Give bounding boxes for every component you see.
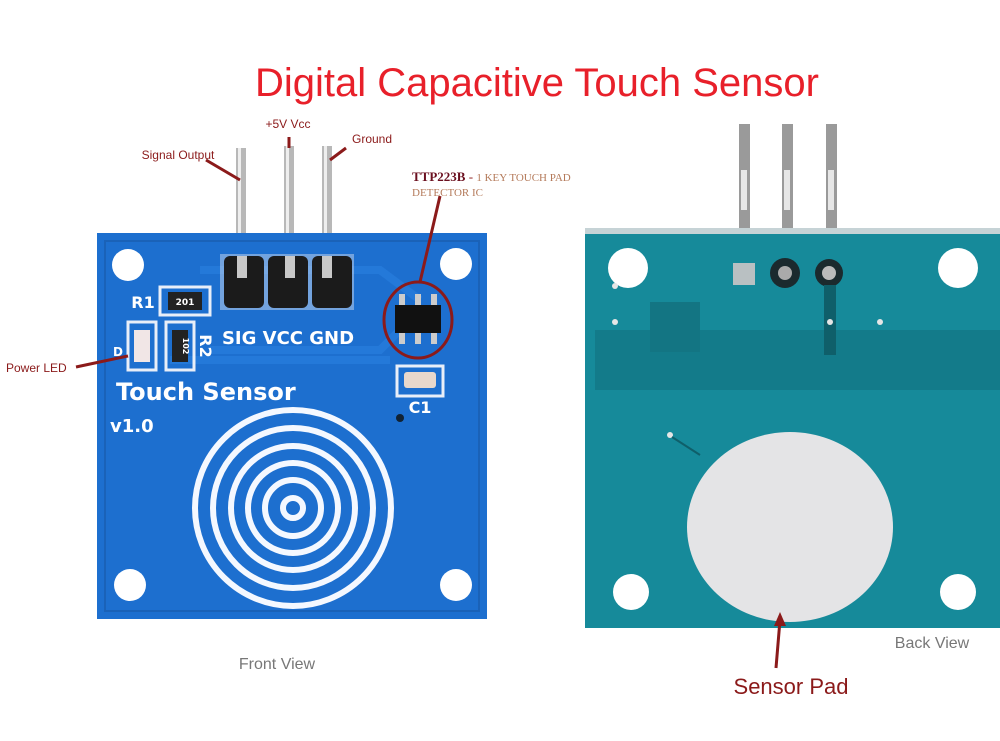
label-ic: TTP223B - 1 KEY TOUCH PAD (412, 169, 571, 184)
label-vcc: +5V Vcc (265, 117, 310, 131)
resistor-r2 (172, 330, 188, 362)
label-sensor-pad: Sensor Pad (734, 674, 849, 699)
silk-r1: R1 (131, 293, 154, 312)
label-ic-desc-1: 1 KEY TOUCH PAD (476, 172, 570, 184)
r2-code: 102 (181, 338, 190, 355)
front-mounting-holes (112, 248, 472, 601)
back-header-pins (739, 124, 837, 230)
resistor-r1 (168, 292, 202, 310)
silk-board-name: Touch Sensor (116, 378, 296, 406)
label-power-led: Power LED (6, 361, 67, 375)
capacitor-c1 (404, 372, 436, 388)
back-board (585, 124, 1000, 628)
power-led (134, 330, 150, 362)
square-pad (733, 263, 755, 285)
silk-d: D (113, 345, 123, 359)
silk-pin-labels: SIG VCC GND (222, 328, 354, 349)
r1-code: 201 (176, 298, 195, 308)
ttp223b-ic (395, 294, 441, 344)
label-ic-desc-2: DETECTOR IC (412, 187, 483, 199)
silk-r2: R2 (196, 334, 215, 357)
front-header-pins (236, 146, 332, 288)
silk-c1: C1 (409, 398, 432, 417)
front-board: 201 R1 D 102 R2 SIG VCC GND C1 Touch Sen… (97, 146, 487, 619)
front-pin-header (220, 254, 354, 310)
back-mounting-holes (608, 248, 978, 610)
label-ic-name: TTP223B (412, 169, 466, 184)
ic-highlight-circle (382, 280, 454, 360)
silk-version: v1.0 (110, 416, 154, 437)
front-view-label: Front View (239, 656, 316, 673)
touch-pad-rings (192, 407, 394, 609)
label-signal-output: Signal Output (142, 148, 215, 162)
back-view-label: Back View (895, 635, 970, 652)
label-ic-sep: - (465, 169, 476, 184)
front-callout-lines (75, 137, 442, 369)
label-ground: Ground (352, 132, 392, 146)
sensor-pad (687, 432, 893, 622)
sensor-pad-arrow (774, 612, 786, 669)
diagram-title: Digital Capacitive Touch Sensor (255, 61, 819, 105)
